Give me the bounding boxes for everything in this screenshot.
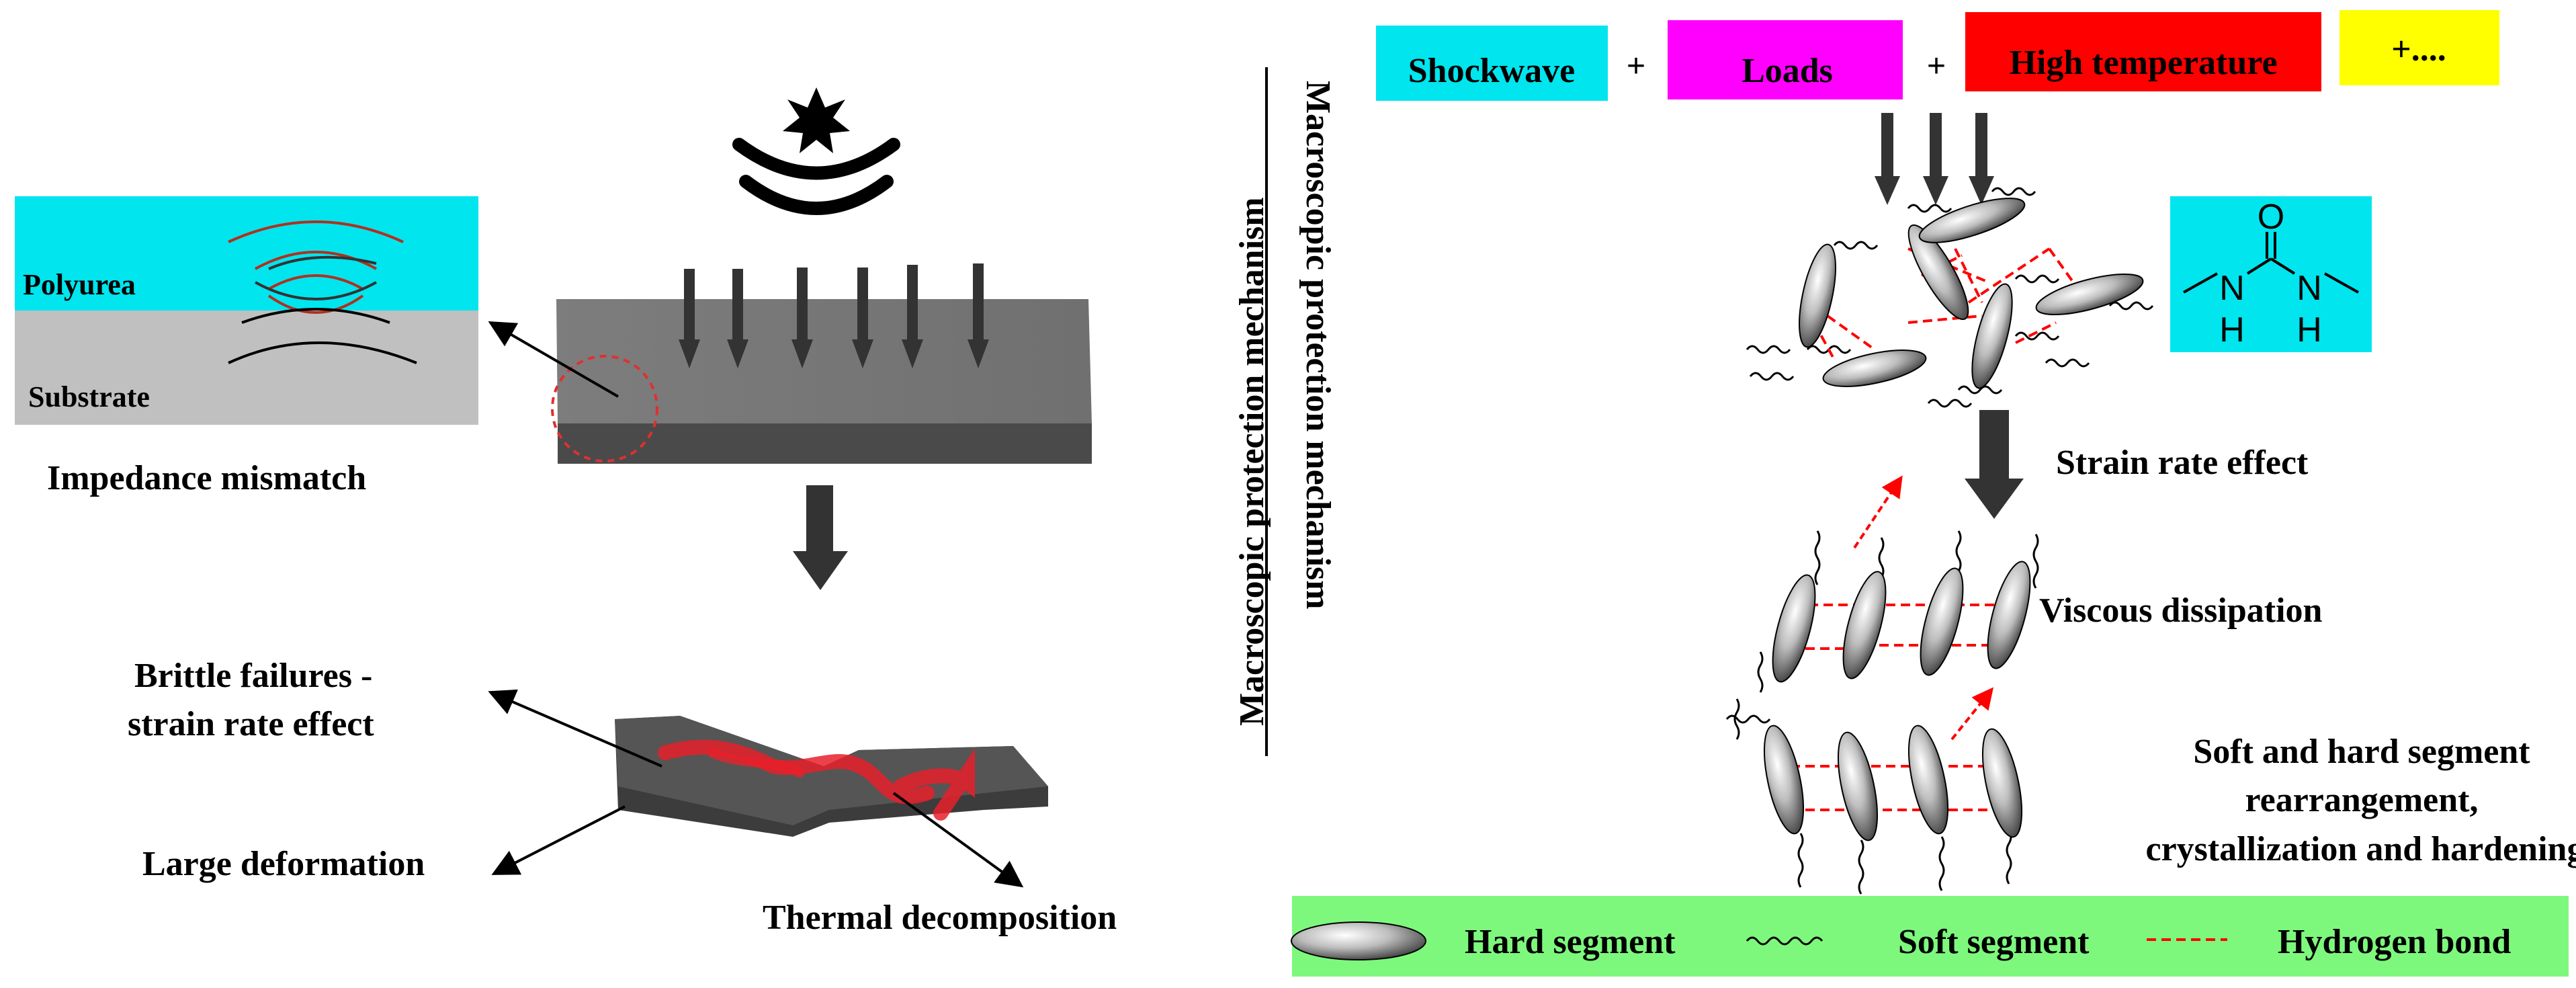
segment-cluster-ordered-lower	[1725, 687, 2023, 895]
hydrogen-bonds-lower	[1791, 765, 2006, 811]
thermal-decomposition-label: Thermal decomposition	[763, 899, 1117, 937]
brittle-label-line1: Brittle failures -	[134, 657, 372, 695]
segment-cluster-ordered-upper	[1757, 475, 2039, 693]
shock-icon	[732, 87, 900, 215]
legend-hard-segment-label: Hard segment	[1465, 923, 1676, 961]
molecule-n2: N	[2296, 269, 2322, 308]
urea-molecule: O N H N H	[2170, 196, 2372, 352]
legend: Hard segment Soft segment Hydrogen bond	[1291, 896, 2569, 977]
polyurea-label: Polyurea	[23, 268, 136, 301]
soft-segments-lower	[1725, 698, 2012, 895]
legend-soft-segment-icon	[1746, 936, 1823, 946]
zoom-circle	[551, 355, 658, 462]
molecule-h2: H	[2296, 311, 2322, 349]
rearrangement-label-line1: Soft and hard segment	[2193, 733, 2530, 771]
divider: Macroscopic protection mechanism Macrosc…	[1233, 67, 1337, 756]
legend-hard-segment-icon	[1291, 921, 1426, 960]
strain-rate-label: Strain rate effect	[2056, 444, 2309, 482]
brittle-label-line2: strain rate effect	[128, 705, 374, 743]
motion-arrow-1	[1853, 475, 1903, 549]
left-panel: Polyurea Substrate Impedance mismatch	[15, 87, 1117, 937]
input-shockwave-box	[1376, 26, 1608, 101]
molecule-box	[2170, 196, 2372, 352]
divider-title-right: Macroscopic protection mechanism	[1299, 81, 1337, 610]
deformed-plate	[615, 716, 1048, 837]
pressure-arrows	[679, 263, 989, 368]
rearrangement-label-line3: crystallization and hardening	[2146, 830, 2576, 868]
legend-soft-segment-label: Soft segment	[1898, 923, 2090, 961]
input-arrows	[1875, 113, 1994, 205]
hydrogen-bonds-upper	[1791, 604, 2012, 650]
impedance-inset: Polyurea Substrate	[15, 196, 478, 425]
polyurea-layer	[15, 196, 478, 311]
soft-segments	[1746, 187, 2154, 408]
segment-cluster-random	[1746, 187, 2154, 408]
input-boxes: Shockwave + Loads + High temperature +..…	[1376, 10, 2499, 101]
input-shockwave-label: Shockwave	[1408, 52, 1575, 90]
rearrangement-label-line2: rearrangement,	[2245, 781, 2478, 819]
input-more-label: +....	[2391, 30, 2446, 69]
deformation-arrow	[491, 805, 626, 875]
molecule-o: O	[2258, 198, 2284, 237]
substrate-layer	[15, 311, 478, 425]
thermal-arrow	[892, 792, 1024, 888]
plus-sign-1: +	[1627, 48, 1645, 84]
hard-segments-lower	[1763, 725, 2023, 841]
input-more-box	[2339, 10, 2499, 85]
wave-lines	[228, 220, 417, 364]
input-high-temperature-box	[1965, 12, 2321, 91]
zoom-pointer-arrow	[488, 321, 619, 398]
motion-arrow-2	[1950, 687, 1993, 741]
right-panel: Shockwave + Loads + High temperature +..…	[1291, 10, 2576, 977]
molecule-h1: H	[2219, 311, 2245, 349]
strain-down-arrow	[1965, 410, 2024, 519]
input-high-temperature-label: High temperature	[2009, 44, 2277, 82]
input-loads-box	[1668, 20, 1903, 99]
divider-title-left: Macroscopic protection mechanism	[1233, 197, 1271, 726]
hard-segments	[1799, 198, 2144, 389]
legend-box	[1292, 896, 2569, 977]
brittle-arrow	[488, 689, 662, 768]
viscous-dissipation-label: Viscous dissipation	[2039, 591, 2323, 630]
loaded-plate	[488, 263, 1092, 464]
substrate-label: Substrate	[28, 380, 150, 413]
process-down-arrow	[793, 485, 848, 590]
molecule-n1: N	[2219, 269, 2245, 308]
input-loads-label: Loads	[1742, 52, 1833, 90]
plus-sign-2: +	[1927, 48, 1946, 84]
hard-segments-upper	[1772, 561, 2031, 683]
impedance-mismatch-label: Impedance mismatch	[47, 459, 366, 497]
large-deformation-label: Large deformation	[142, 845, 425, 883]
legend-hydrogen-bond-label: Hydrogen bond	[2278, 923, 2511, 961]
